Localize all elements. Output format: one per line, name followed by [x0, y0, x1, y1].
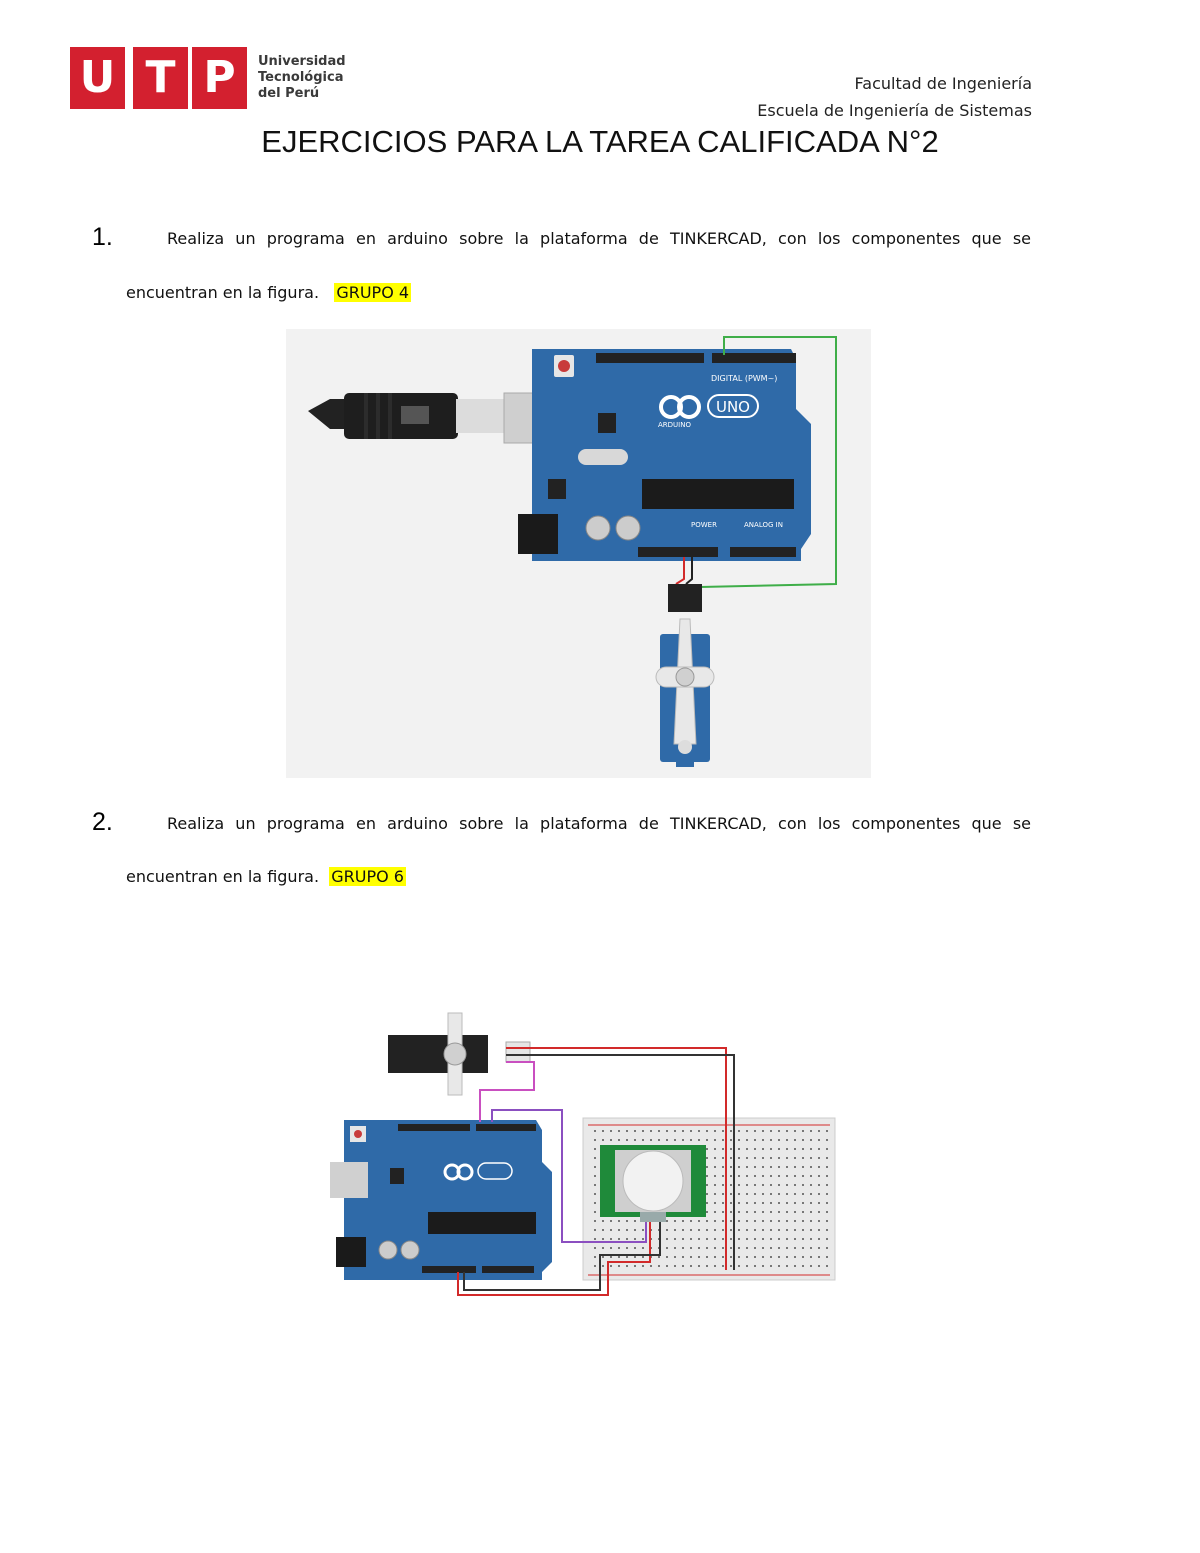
- circuit-1-svg: DIGITAL (PWM~) UNO ARDUINO POWER ANALOG …: [308, 336, 837, 767]
- exercise-1-number: 1.: [92, 223, 113, 251]
- wire-green-signal: [699, 336, 837, 588]
- exercise-1-line2: encuentran en la figura. GRUPO 4: [126, 283, 412, 302]
- exercise-2-line1: Realiza un programa en arduino sobre la …: [167, 814, 1031, 833]
- faculty-name: Facultad de Ingeniería: [854, 74, 1032, 93]
- servo-motor-1: [655, 584, 715, 767]
- arduino-uno-board-2: [324, 1120, 552, 1280]
- power-label: POWER: [691, 521, 717, 529]
- utp-logo: U T P Universidad Tecnológica del Perú: [70, 47, 350, 109]
- arduino-label: ARDUINO: [658, 421, 691, 429]
- exercise-2-number: 2.: [92, 808, 113, 836]
- exercise-2-group: GRUPO 6: [329, 867, 406, 886]
- wire-black-pir-gnd: [463, 1222, 661, 1291]
- page-title: EJERCICIOS PARA LA TAREA CALIFICADA N°2: [261, 124, 939, 159]
- exercise-1-line1: Realiza un programa en arduino sobre la …: [167, 229, 1031, 248]
- wire-red-vcc: [506, 1047, 727, 1270]
- analog-label: ANALOG IN: [744, 521, 783, 529]
- wire-red-5v: [675, 557, 685, 585]
- uno-label: UNO: [716, 398, 750, 416]
- logo-letter-t: T: [133, 47, 188, 109]
- school-name: Escuela de Ingeniería de Sistemas: [757, 101, 1032, 120]
- digital-label: DIGITAL (PWM~): [711, 374, 777, 383]
- figure-2-circuit: [324, 1000, 850, 1310]
- wire-pink-servo-signal: [479, 1061, 535, 1122]
- circuit-2-svg: [324, 1012, 836, 1296]
- logo-university-name: Universidad Tecnológica del Perú: [258, 54, 346, 101]
- pir-sensor: [600, 1145, 706, 1222]
- wire-black-gnd: [506, 1054, 735, 1270]
- exercise-2-line2: encuentran en la figura. GRUPO 6: [126, 867, 406, 886]
- wire-purple-pir-signal: [491, 1109, 647, 1243]
- logo-letter-p: P: [192, 47, 247, 109]
- arduino-uno-board-1: DIGITAL (PWM~) UNO ARDUINO POWER ANALOG …: [518, 349, 811, 561]
- logo-letter-u: U: [70, 47, 125, 109]
- exercise-1-group: GRUPO 4: [334, 283, 412, 302]
- figure-1-circuit: DIGITAL (PWM~) UNO ARDUINO POWER ANALOG …: [286, 329, 871, 778]
- wire-black-gnd: [685, 557, 693, 585]
